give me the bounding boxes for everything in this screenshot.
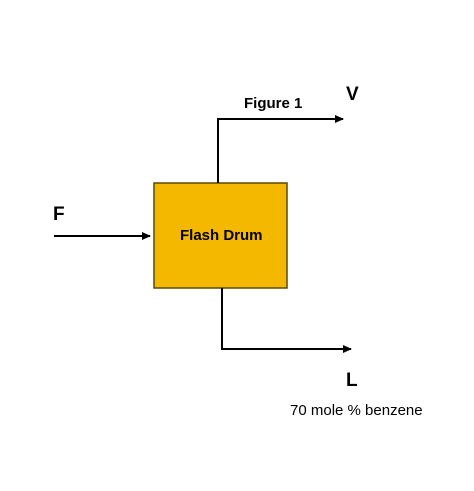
- liquid-stream-label: L: [346, 370, 358, 391]
- liquid-stream-arrow: [221, 288, 352, 353]
- flash-drum-label: Flash Drum: [180, 227, 263, 244]
- vapor-stream-label: V: [346, 84, 359, 105]
- liquid-composition-note: 70 mole % benzene: [290, 402, 423, 419]
- feed-stream-label: F: [53, 204, 65, 225]
- vapor-stream-arrow: [217, 115, 344, 183]
- figure-title: Figure 1: [244, 95, 303, 112]
- flash-drum-box: [153, 182, 288, 289]
